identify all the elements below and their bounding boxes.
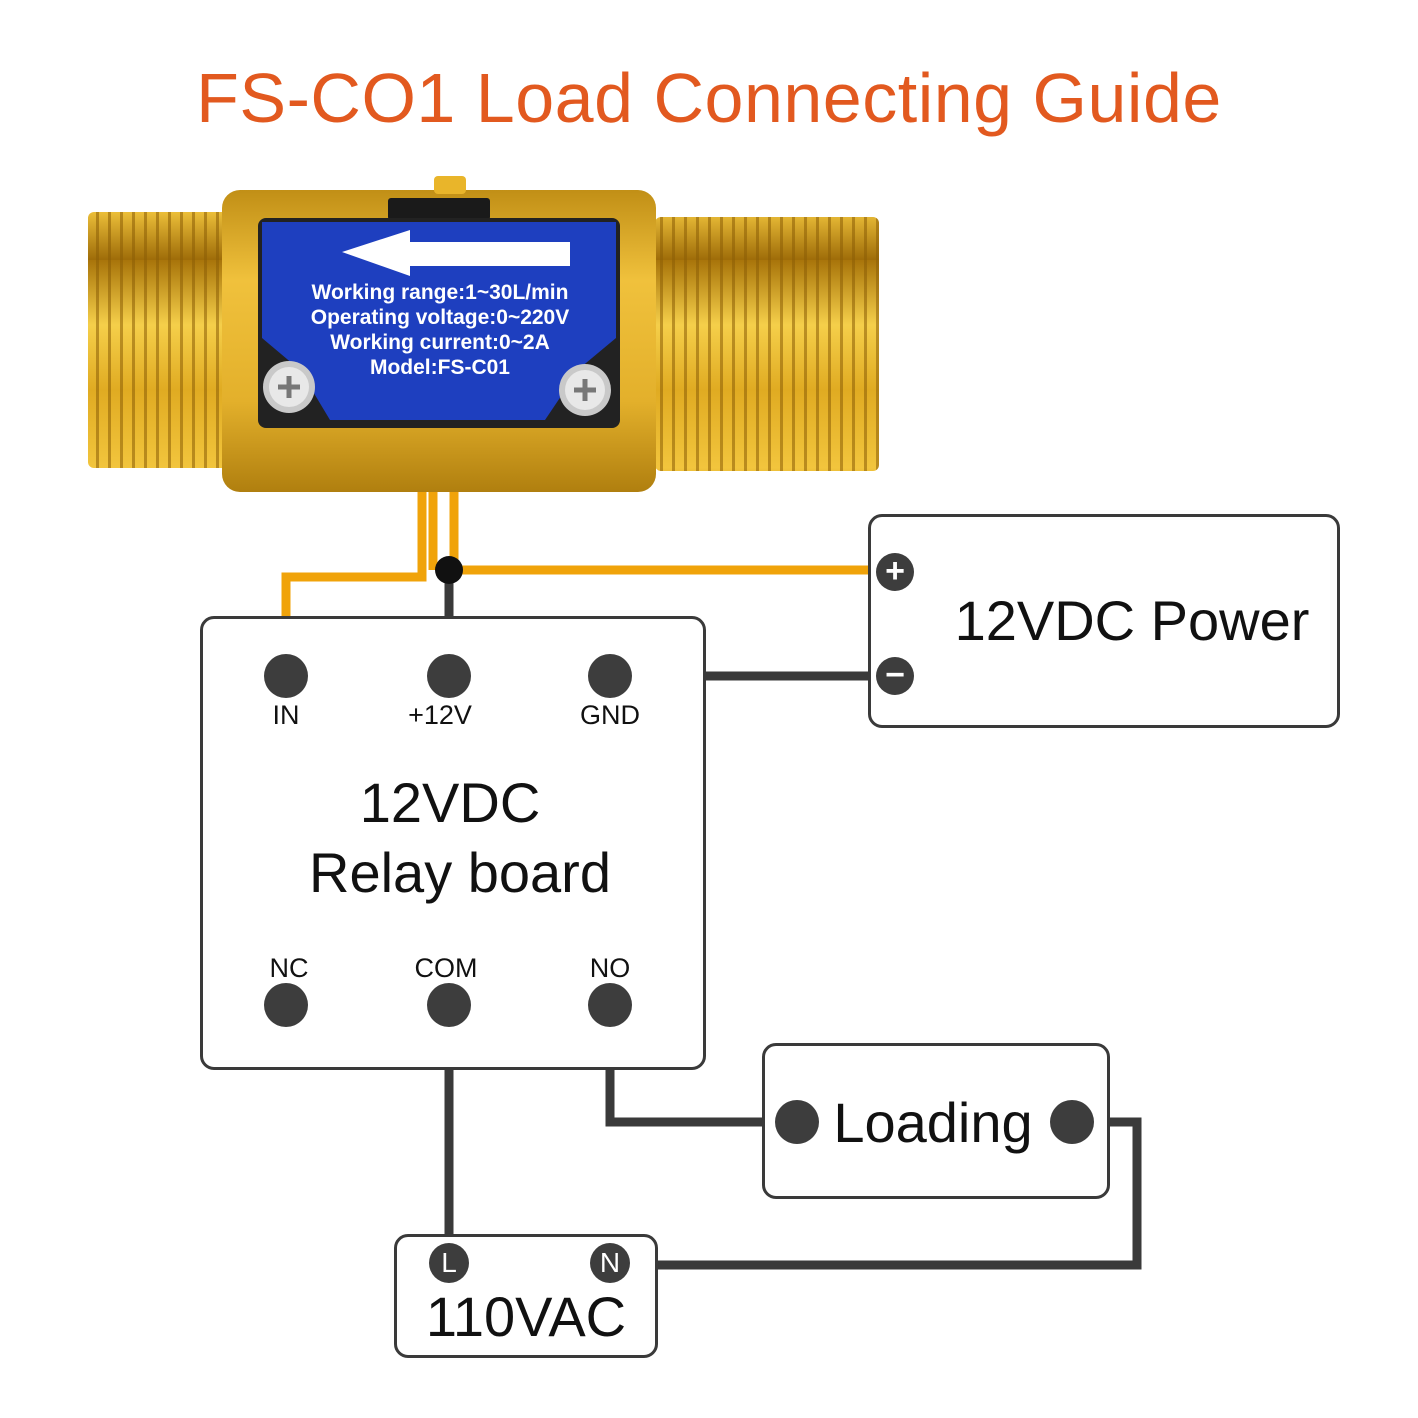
minus-terminal-icon: −	[876, 657, 914, 695]
terminal-gnd-label: GND	[580, 700, 640, 730]
load-terminal-right	[1050, 1100, 1094, 1144]
ac-source-label: 110VAC	[425, 1285, 627, 1348]
power-supply-label: 12VDC Power	[954, 589, 1310, 652]
terminal-nc	[264, 983, 308, 1027]
terminal-com	[427, 983, 471, 1027]
load-label: Loading	[833, 1091, 1033, 1154]
terminal-12v-label: +12V	[408, 700, 472, 730]
spec-working-current: Working current:0~2A	[330, 331, 550, 354]
relay-board-title-line1: 12VDC	[359, 771, 541, 834]
ac-neutral-terminal-icon: N	[590, 1243, 630, 1283]
terminal-no	[588, 983, 632, 1027]
page-title: FS-CO1 Load Connecting Guide	[196, 59, 1222, 137]
power-supply-box	[868, 514, 1340, 728]
terminal-in-label: IN	[272, 700, 300, 730]
spec-operating-voltage: Operating voltage:0~220V	[310, 306, 570, 329]
relay-board-title-line2: Relay board	[309, 841, 611, 904]
spec-model: Model:FS-C01	[369, 356, 510, 379]
terminal-in	[264, 654, 308, 698]
load-terminal-left	[775, 1100, 819, 1144]
ac-line-terminal-icon: L	[429, 1243, 469, 1283]
terminal-com-label: COM	[414, 953, 478, 983]
left-arrow-icon	[342, 230, 570, 276]
terminal-no-label: NO	[589, 953, 631, 983]
terminal-gnd	[588, 654, 632, 698]
terminal-nc-label: NC	[269, 953, 309, 983]
spec-working-range: Working range:1~30L/min	[311, 281, 569, 304]
plus-terminal-icon: +	[876, 553, 914, 591]
terminal-12v	[427, 654, 471, 698]
